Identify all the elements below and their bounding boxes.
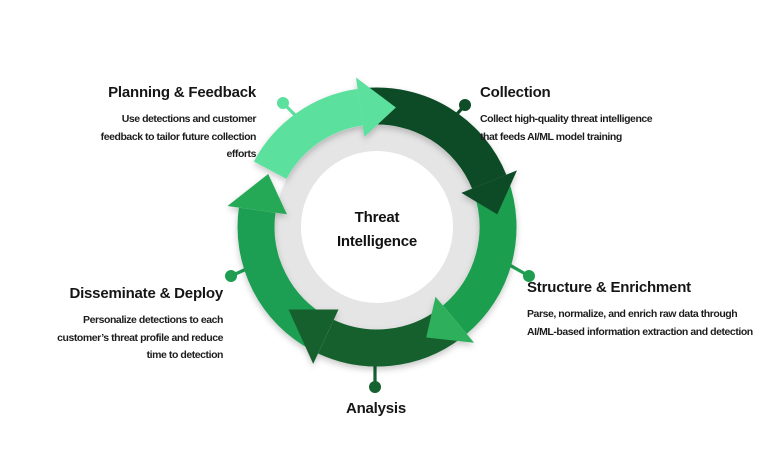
stage-structure-enrichment-description: Parse, normalize, and enrich raw data th… — [527, 308, 753, 338]
arrow-disseminate-head — [227, 174, 287, 215]
stage-collection-title: Collection — [480, 84, 551, 101]
arrow-structure-head — [426, 296, 475, 343]
connector-analysis-dot — [369, 381, 381, 393]
stage-analysis-title: Analysis — [345, 400, 407, 417]
stage-collection-description: Collect high-quality threat intelligence… — [480, 113, 653, 143]
center-circle — [301, 151, 453, 303]
arrow-collection-head — [461, 170, 517, 215]
arrow-planning-band — [253, 88, 364, 180]
connector-disseminate-dot — [225, 270, 237, 282]
stage-disseminate-deploy-title: Disseminate & Deploy — [69, 285, 223, 302]
connector-collection-dot — [459, 99, 471, 111]
stage-planning-feedback-description: Use detections and customer feedback to … — [100, 113, 257, 160]
connector-planning-dot — [277, 97, 289, 109]
inner-track-ring — [275, 125, 479, 329]
connector-structure-dot — [523, 270, 535, 282]
stage-disseminate-deploy: Disseminate & Deploy Personalize detecti… — [57, 285, 223, 365]
stage-analysis: Analysis — [346, 400, 406, 417]
arrow-analysis-head — [288, 309, 339, 364]
stage-disseminate-deploy-description: Personalize detections to each customer’… — [57, 314, 223, 361]
stage-collection: Collection Collect high-quality threat i… — [480, 84, 653, 146]
cycle-arrow-ring — [227, 77, 517, 367]
stage-planning-feedback: Planning & Feedback Use detections and c… — [100, 84, 257, 164]
diagram-center-title: Threat Intelligence — [336, 209, 418, 250]
gray-track-ring — [275, 125, 479, 329]
arrow-planning-head — [356, 77, 396, 137]
stage-planning-feedback-title: Planning & Feedback — [108, 84, 256, 101]
stage-structure-enrichment: Structure & Enrichment Parse, normalize,… — [527, 279, 753, 341]
stage-structure-enrichment-title: Structure & Enrichment — [527, 279, 691, 296]
